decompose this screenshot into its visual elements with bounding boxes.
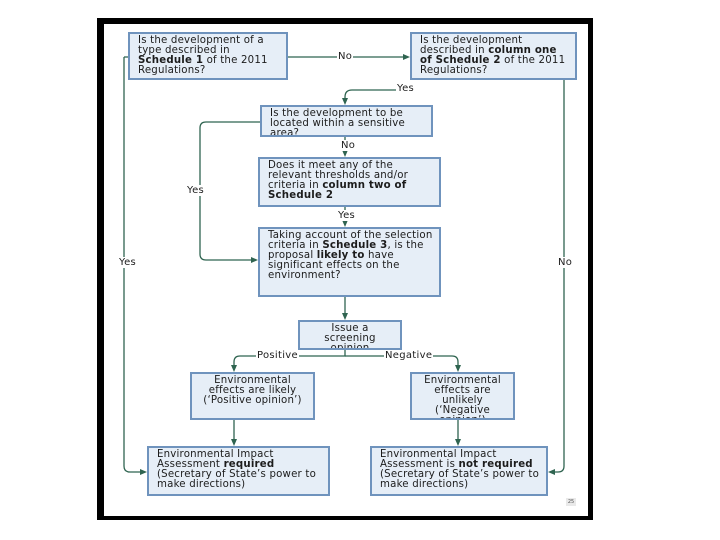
label-yes-top: Yes xyxy=(396,83,416,94)
arrowhead xyxy=(403,54,410,60)
sensitive-area-box: Is the development to be located within … xyxy=(260,105,433,137)
label-no-right: No xyxy=(557,257,574,268)
label-no-top: No xyxy=(337,51,354,62)
eia-required-text: Environmental Impact Assessment xyxy=(157,449,274,470)
arrowhead xyxy=(342,313,348,320)
schedule1-text-end: of the 2011 Regulations? xyxy=(138,55,268,76)
schedule2-bold: column one of Schedule 2 xyxy=(420,45,557,66)
label-yes-outer-left: Yes xyxy=(118,257,138,268)
arrowhead xyxy=(231,365,237,372)
schedule2-box: Is the development described in column o… xyxy=(410,32,577,80)
selection-text: Taking account of the selection criteria… xyxy=(268,230,433,251)
eia-not-required-box: Environmental Impact Assessment is not r… xyxy=(370,446,548,496)
screening-opinion-box: Issue a screening opinion xyxy=(298,320,402,350)
screening-text: Issue a screening opinion xyxy=(324,323,376,350)
schedule1-box: Is the development of a type described i… xyxy=(128,32,288,80)
arrowhead xyxy=(140,469,147,475)
selection-criteria-box: Taking account of the selection criteria… xyxy=(258,227,441,297)
label-positive: Positive xyxy=(256,350,299,361)
arrow-yes-sensitive-loop xyxy=(199,121,260,261)
arrowhead xyxy=(455,365,461,372)
effects-likely-text: Environmental effects are likely (‘Posit… xyxy=(203,375,302,406)
selection-bold-1: Schedule 3 xyxy=(322,240,388,251)
arrowhead xyxy=(342,220,348,227)
label-yes-thresholds: Yes xyxy=(337,210,357,221)
schedule2-text-end: of the 2011 Regulations? xyxy=(420,55,566,76)
eia-not-required-bold: not required xyxy=(458,459,533,470)
sensitive-area-text: Is the development to be located within … xyxy=(270,108,405,137)
thresholds-box: Does it meet any of the relevant thresho… xyxy=(258,157,441,207)
label-negative: Negative xyxy=(384,350,434,361)
eia-required-text-end: (Secretary of State’s power to make dire… xyxy=(157,469,316,490)
arrow-yes-top xyxy=(344,89,410,100)
schedule1-text: Is the development of a type described i… xyxy=(138,35,264,56)
selection-text-end: have significant effects on the environm… xyxy=(268,250,400,281)
label-no-sensitive: No xyxy=(340,140,357,151)
arrowhead xyxy=(548,469,555,475)
arrowhead xyxy=(342,98,348,105)
arrowhead xyxy=(342,150,348,157)
label-yes-inner-left: Yes xyxy=(186,185,206,196)
eia-not-required-text: Environmental Impact Assessment is xyxy=(380,449,497,470)
thresholds-text: Does it meet any of the relevant thresho… xyxy=(268,160,409,191)
eia-not-required-text-end: (Secretary of State’s power to make dire… xyxy=(380,469,539,490)
arrow-positive xyxy=(233,350,346,366)
effects-unlikely-text: Environmental effects are unlikely (‘Neg… xyxy=(424,375,501,418)
eia-required-bold: required xyxy=(223,459,275,470)
selection-bold-2: likely to xyxy=(316,250,365,261)
schedule1-bold: Schedule 1 xyxy=(138,55,204,66)
eia-required-box: Environmental Impact Assessment required… xyxy=(147,446,330,496)
arrowhead xyxy=(455,439,461,446)
page-number: 25 xyxy=(566,498,576,506)
arrowhead xyxy=(251,257,258,263)
arrow-negative xyxy=(345,355,459,366)
effects-unlikely-box: Environmental effects are unlikely (‘Neg… xyxy=(410,372,515,420)
effects-likely-box: Environmental effects are likely (‘Posit… xyxy=(190,372,315,420)
selection-text-mid: , is the proposal xyxy=(268,240,424,261)
arrowhead xyxy=(231,439,237,446)
thresholds-bold: column two of Schedule 2 xyxy=(268,180,407,201)
schedule2-text: Is the development described in xyxy=(420,35,523,56)
